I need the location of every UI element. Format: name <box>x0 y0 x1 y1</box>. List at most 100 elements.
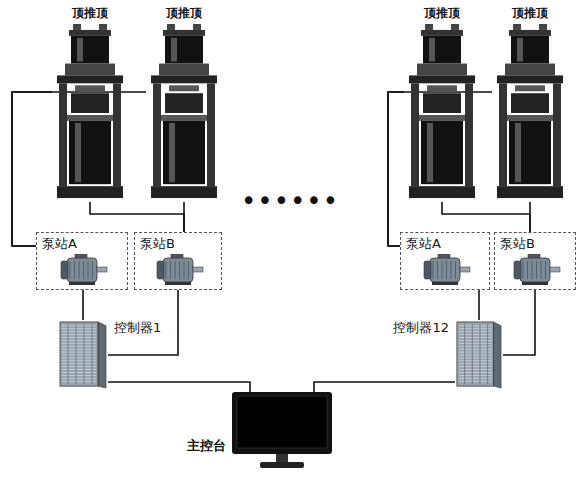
rack-divider <box>487 324 488 384</box>
jack-highlight <box>517 38 523 62</box>
motor-fin <box>433 261 434 279</box>
rack-slot <box>459 328 492 329</box>
jack-cylinder <box>165 93 203 113</box>
rack-slot <box>459 372 492 373</box>
station-label: 泵站B <box>500 236 535 252</box>
motor-icon <box>506 254 566 286</box>
motor-fin <box>184 261 185 279</box>
rack-slot <box>62 369 96 370</box>
jack-highlight <box>515 123 521 182</box>
motor-fin <box>541 261 542 279</box>
motor-fin <box>527 261 528 279</box>
jack-highlight <box>171 38 177 62</box>
pump-station-box: 泵站B <box>134 232 222 290</box>
motor-cap <box>514 261 521 279</box>
jack-collar <box>507 115 553 121</box>
jack-unit: 顶推顶 <box>146 6 222 202</box>
cable-line <box>478 290 480 320</box>
motor-fin <box>170 261 171 279</box>
jack-cylinder <box>165 36 203 64</box>
motor-icon <box>149 254 209 286</box>
jack-highlight <box>427 123 433 182</box>
motor-shaft <box>550 267 560 272</box>
station-label: 泵站B <box>140 236 175 252</box>
cable-line <box>12 92 52 246</box>
rack-slot <box>459 337 492 338</box>
jack-frame <box>409 75 475 83</box>
rack-slot <box>62 363 96 364</box>
jack-cylinder <box>511 93 549 113</box>
motor-icon <box>53 254 113 286</box>
jack-body <box>163 121 205 184</box>
rack-slot <box>62 325 96 326</box>
ellipsis-mark: •••••• <box>241 186 339 216</box>
motor-fin <box>70 261 71 279</box>
jack-column <box>553 83 561 186</box>
jack-plate <box>169 85 199 91</box>
jack-base <box>497 186 563 198</box>
jack-collar <box>67 115 113 121</box>
motor-cap <box>424 261 431 279</box>
cable-line <box>108 382 250 392</box>
controller-rack <box>58 320 108 390</box>
rack-slot <box>459 334 492 335</box>
cable-line <box>12 92 146 246</box>
rack-divider <box>472 324 473 384</box>
rack-slot <box>62 375 96 376</box>
jack-drawing <box>55 24 125 200</box>
rack-slot <box>62 355 96 356</box>
jack-plate <box>421 30 463 36</box>
rack-slot <box>62 366 96 367</box>
jack-label: 顶推顶 <box>404 6 480 20</box>
motor-fin <box>166 261 167 279</box>
jack-bolt <box>451 24 459 30</box>
monitor-base <box>260 462 304 468</box>
cable-line <box>82 290 84 320</box>
jack-highlight <box>75 123 81 182</box>
rack-slot <box>62 352 96 353</box>
jack-plate <box>75 85 105 91</box>
motor-body <box>430 258 460 282</box>
jack-column <box>465 83 473 186</box>
jack-body <box>69 121 111 184</box>
rack-side <box>493 322 501 388</box>
jack-cylinder <box>71 36 109 64</box>
jack-column <box>113 83 121 186</box>
motor-shaft <box>97 267 107 272</box>
jack-bolt <box>425 24 433 30</box>
cable-line <box>442 202 530 232</box>
rack-slot <box>62 349 96 350</box>
motor-fin <box>79 261 80 279</box>
motor-fin <box>74 261 75 279</box>
monitor-screen <box>237 396 327 448</box>
motor-feet <box>165 282 191 285</box>
jack-bolt <box>539 24 547 30</box>
motor-icon <box>416 254 476 286</box>
jack-column <box>499 83 507 186</box>
motor-fin <box>455 261 456 279</box>
pump-station-box: 泵站B <box>494 232 576 290</box>
motor-fin <box>545 261 546 279</box>
jack-drawing <box>407 24 477 200</box>
cable-line <box>90 202 184 232</box>
jack-base <box>409 186 475 198</box>
jack-bolt <box>167 24 175 30</box>
rack-slot <box>459 346 492 347</box>
rack-slot <box>459 357 492 358</box>
motor-feet <box>522 282 548 285</box>
jack-highlight <box>77 38 83 62</box>
jack-plate <box>515 85 545 91</box>
rack-slot <box>62 340 96 341</box>
rack-slot <box>62 343 96 344</box>
cable-line <box>388 92 404 246</box>
rack-divider <box>84 324 85 384</box>
motor-body <box>163 258 193 282</box>
jack-unit: 顶推顶 <box>404 6 480 202</box>
jack-plate <box>69 30 111 36</box>
jack-body <box>509 121 551 184</box>
rack-slot <box>459 363 492 364</box>
jack-cylinder <box>71 93 109 113</box>
rack-slot <box>62 346 96 347</box>
jack-label: 顶推顶 <box>52 6 128 20</box>
jack-highlight <box>429 38 435 62</box>
